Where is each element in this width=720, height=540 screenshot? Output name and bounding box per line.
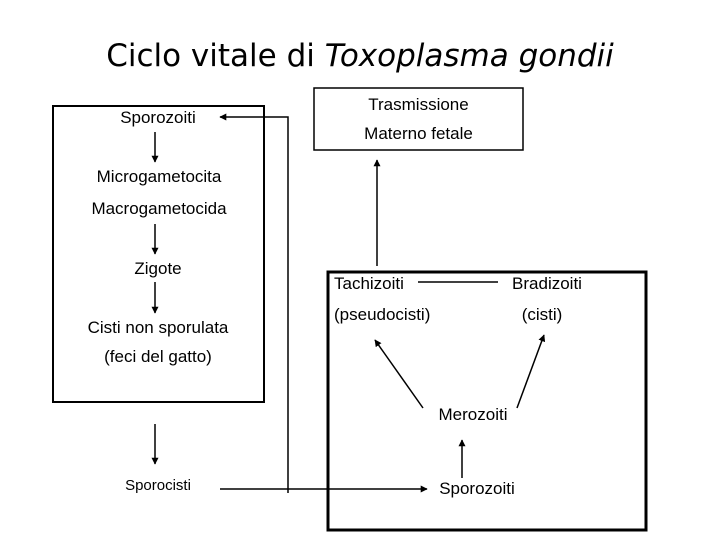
- label-bradizoiti: Bradizoiti: [512, 274, 582, 293]
- arrow-merozoiti-bradizoiti: [516, 334, 546, 409]
- label-tachizoiti: Tachizoiti: [334, 274, 404, 293]
- label-materno-fetale: Materno fetale: [364, 124, 473, 143]
- label-zigote: Zigote: [134, 259, 182, 278]
- definitive-host-box: [52, 105, 265, 403]
- label-pseudocisti: (pseudocisti): [334, 305, 431, 324]
- label-sporocisti: Sporocisti: [125, 477, 191, 494]
- label-feci-del-gatto: (feci del gatto): [104, 347, 212, 366]
- label-sporozoiti-definitive: Sporozoiti: [120, 108, 196, 127]
- transmission-box: [313, 87, 524, 151]
- title-prefix: Ciclo vitale di: [106, 38, 325, 74]
- label-sporozoiti-intermediate: Sporozoiti: [439, 479, 515, 498]
- connector-to-sporozoiti-left: [219, 113, 289, 493]
- label-microgametocita: Microgametocita: [96, 167, 222, 186]
- page-title: Ciclo vitale di Toxoplasma gondii: [0, 34, 720, 78]
- label-merozoiti: Merozoiti: [438, 405, 508, 424]
- label-cisti: (cisti): [521, 305, 563, 324]
- label-trasmissione: Trasmissione: [368, 95, 469, 114]
- arrow-merozoiti-tachizoiti: [374, 339, 424, 409]
- label-cisti-non-sporulata: Cisti non sporulata: [87, 318, 229, 337]
- title-species: Toxoplasma gondii: [324, 38, 614, 74]
- label-macrogametocida: Macrogametocida: [91, 199, 227, 218]
- intermediate-host-box: [326, 270, 648, 532]
